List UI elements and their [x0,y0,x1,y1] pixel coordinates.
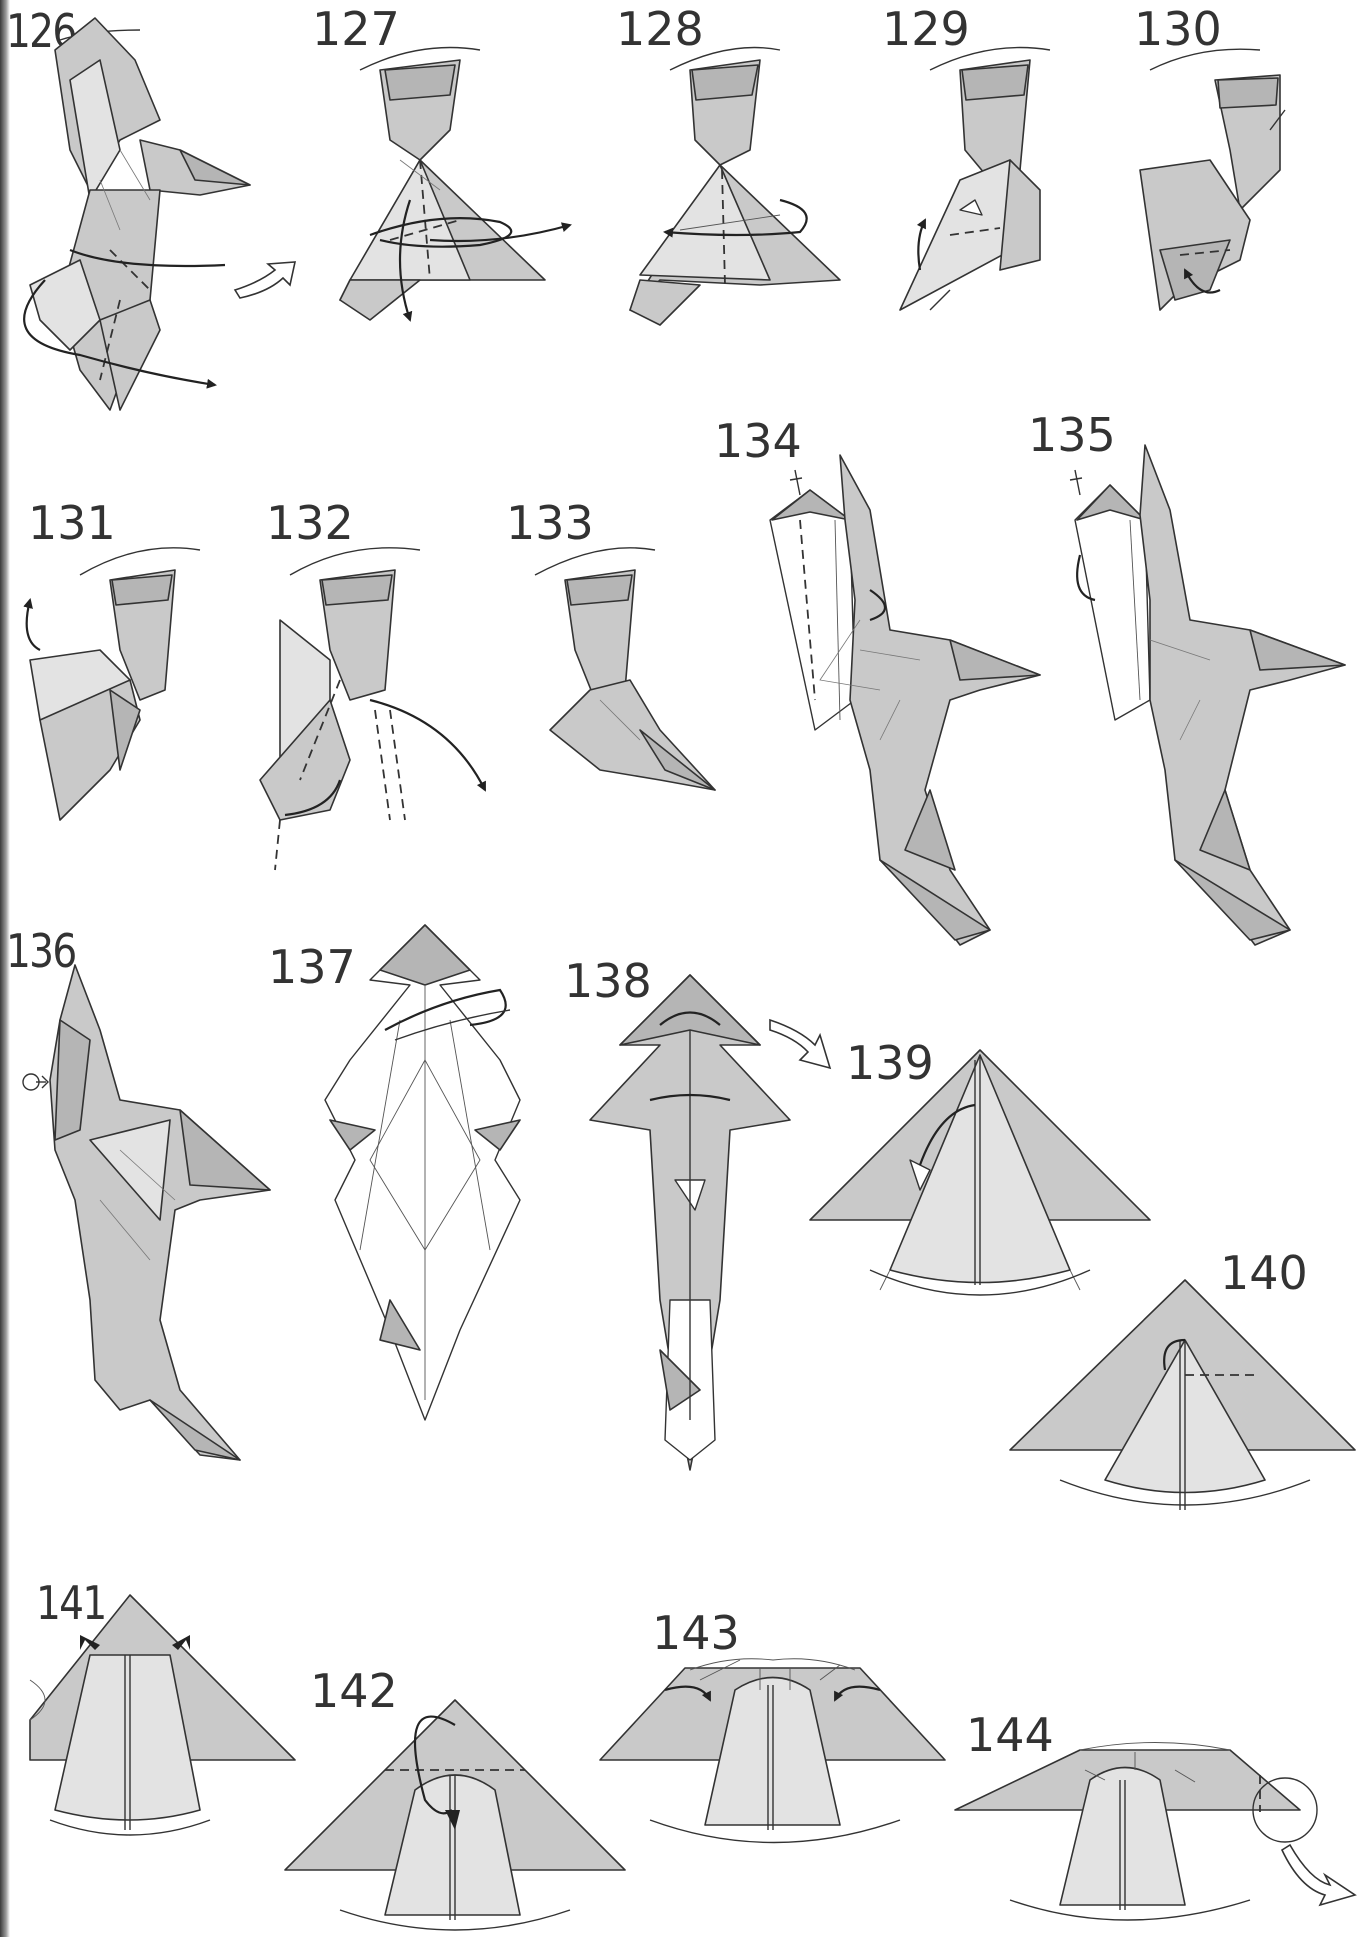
diagram-step-136 [23,965,270,1460]
diagram-step-129 [900,48,1050,311]
diagram-step-128 [630,48,840,326]
diagram-step-131 [27,548,200,820]
diagram-step-133 [535,548,715,790]
diagram-step-144 [955,1743,1355,1921]
diagram-step-126 [24,18,295,410]
diagram-step-135 [1070,445,1345,945]
diagram-step-134 [770,455,1040,945]
diagram-step-142 [285,1700,625,1930]
diagram-step-127 [340,48,570,321]
diagram-step-140 [1010,1280,1355,1510]
diagram-step-139 [810,1050,1150,1295]
diagram-step-138 [590,975,830,1470]
diagram-step-143 [600,1659,945,1843]
turn-over-icon [23,1074,48,1090]
diagram-step-141 [30,1595,295,1835]
diagram-step-137 [325,925,520,1420]
diagram-step-132 [260,548,485,870]
diagram-step-130 [1140,49,1285,310]
